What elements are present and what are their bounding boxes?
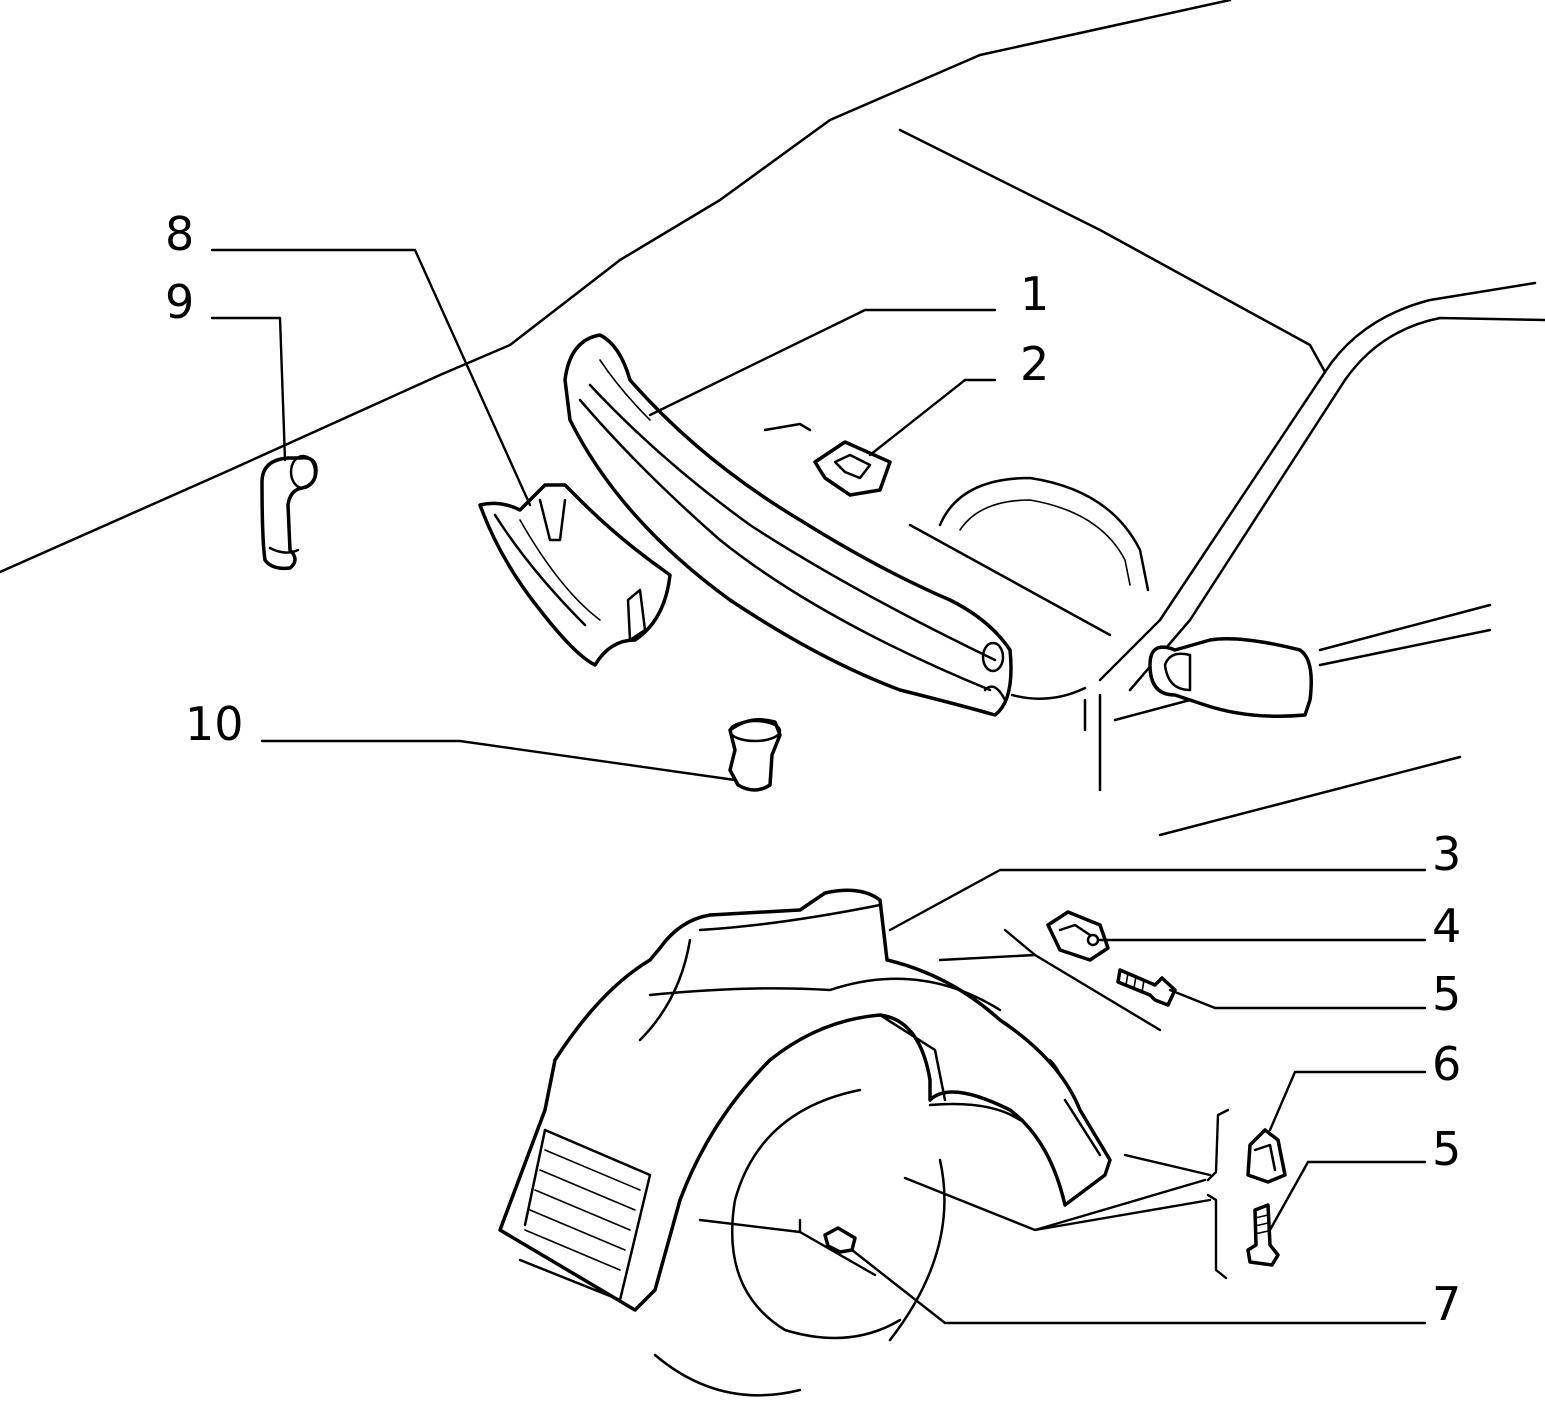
callout-7: 7 <box>1432 1277 1461 1331</box>
part-1-seal-strip <box>563 333 1013 717</box>
callout-8: 8 <box>165 207 194 261</box>
bracket-6-5 <box>1206 1108 1230 1182</box>
leader-5b <box>1268 1160 1427 1232</box>
part-9-hose-fitting <box>260 454 318 571</box>
leader-3 <box>888 868 1427 932</box>
leader-8 <box>210 248 532 507</box>
leader-5a <box>1168 988 1427 1010</box>
bracket-6-5b <box>1206 1193 1228 1280</box>
attach-line-7 <box>698 1218 802 1234</box>
attach-line-6 <box>1123 1153 1212 1177</box>
leader-1 <box>648 308 997 417</box>
leader-7 <box>850 1248 1427 1325</box>
attach-line-5b <box>903 1176 1207 1232</box>
callout-5b: 5 <box>1432 1122 1461 1176</box>
leader-6 <box>1268 1070 1427 1132</box>
part-3-wheel-arch-liner <box>498 888 1112 1312</box>
callout-2: 2 <box>1020 337 1049 391</box>
callout-9: 9 <box>165 275 194 329</box>
callout-4: 4 <box>1432 899 1461 953</box>
callout-6: 6 <box>1432 1037 1461 1091</box>
callout-5a: 5 <box>1432 967 1461 1021</box>
attach-line-7b <box>798 1230 877 1277</box>
leader-2 <box>868 378 997 457</box>
attach-line-5a <box>1033 953 1162 1032</box>
leader-10 <box>260 739 737 782</box>
part-2-clip <box>813 440 892 497</box>
attach-line-4 <box>938 928 1037 962</box>
leader-lines <box>210 248 1427 1325</box>
attach-line-5b-2 <box>1033 1198 1212 1232</box>
callout-3: 3 <box>1432 827 1461 881</box>
callout-1: 1 <box>1020 267 1049 321</box>
part-4-clip <box>1046 910 1110 962</box>
part-5a-screw <box>1116 968 1177 1007</box>
part-6-clip <box>1246 1128 1287 1184</box>
part-5b-screw <box>1246 1203 1280 1267</box>
callout-labels: 1 2 3 4 5 6 5 7 8 9 10 <box>165 207 1461 1331</box>
leader-9 <box>210 316 287 462</box>
callout-10: 10 <box>185 697 244 751</box>
part-10-grommet <box>728 718 782 792</box>
part-8-air-duct <box>478 483 672 667</box>
